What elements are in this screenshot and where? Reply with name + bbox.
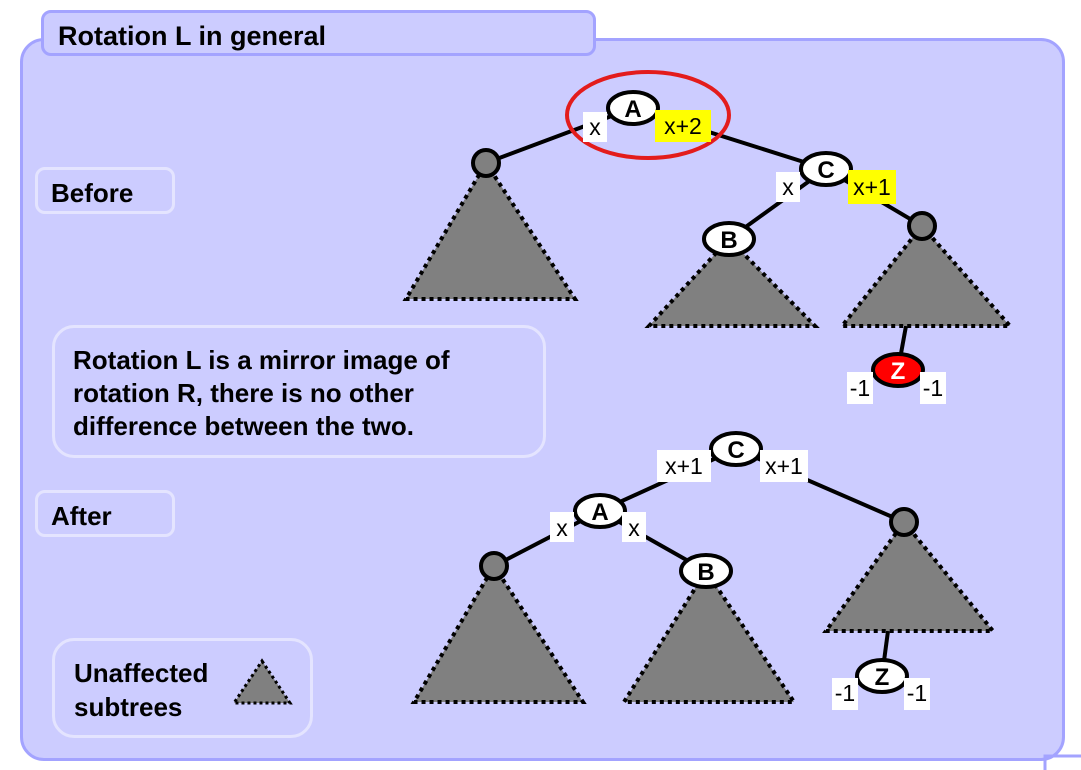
before-subtree-a-left [402, 159, 579, 301]
legend-line-2: subtrees [74, 692, 183, 722]
note-line-2: rotation R, there is no other [73, 378, 414, 408]
before-height-labels: x x+2 x x+1 -1 -1 [583, 110, 946, 404]
after-height-labels: x+1 x+1 x x -1 -1 [550, 450, 930, 710]
svg-text:C: C [817, 157, 834, 184]
before-label: Before [35, 167, 175, 214]
svg-text:C: C [727, 437, 744, 464]
after-subtree-c-right [822, 518, 998, 633]
before-node-c: C [799, 151, 853, 187]
before-subtree-root-a-left [471, 148, 501, 178]
svg-text:A: A [591, 499, 608, 526]
svg-text:Z: Z [875, 664, 890, 691]
after-height-z-right: -1 [907, 680, 927, 706]
after-height-c-left: x+1 [665, 453, 703, 479]
before-height-c-right: x+1 [853, 174, 891, 200]
explanation-note: Rotation L is a mirror image of rotation… [52, 325, 546, 458]
after-subtree-root-c-right [889, 507, 919, 537]
before-height-z-right: -1 [923, 375, 943, 401]
after-height-a-right: x [628, 515, 640, 541]
after-subtree-root-a-left [479, 551, 509, 581]
before-height-c-left: x [782, 174, 794, 200]
before-subtree-c-right [837, 222, 1015, 328]
after-node-z: Z [855, 658, 909, 694]
unbalanced-node-ring [565, 70, 731, 160]
before-subtrees [402, 159, 1015, 328]
after-node-c: C [709, 431, 763, 467]
before-height-a-left: x [589, 114, 601, 140]
after-subtrees [410, 518, 998, 704]
svg-text:B: B [697, 559, 714, 586]
before-height-a-right: x+2 [664, 113, 702, 139]
after-subtree-a-left [410, 562, 587, 704]
svg-text:B: B [720, 227, 737, 254]
before-subtree-root-c-right [907, 211, 937, 241]
slide-corner-mark [1043, 754, 1081, 770]
legend-subtree-icon [231, 658, 293, 705]
after-label: After [35, 490, 175, 537]
after-height-a-left: x [556, 515, 568, 541]
svg-text:Z: Z [891, 358, 906, 385]
before-node-a: A [606, 90, 660, 126]
note-line-3: difference between the two. [73, 411, 414, 441]
after-node-a: A [573, 493, 627, 529]
legend-line-1: Unaffected [74, 658, 209, 688]
note-line-1: Rotation L is a mirror image of [73, 345, 450, 375]
svg-text:A: A [624, 96, 641, 123]
after-height-c-right: x+1 [765, 453, 803, 479]
before-node-z-inserted: Z [871, 352, 925, 388]
legend: Unaffected subtrees [52, 638, 313, 738]
before-subtree-b [644, 236, 820, 328]
after-subtree-b [620, 567, 798, 704]
slide-title: Rotation L in general [41, 10, 596, 56]
before-height-z-left: -1 [850, 375, 870, 401]
after-node-b: B [679, 553, 733, 589]
after-height-z-left: -1 [835, 680, 855, 706]
before-node-b: B [702, 221, 756, 257]
